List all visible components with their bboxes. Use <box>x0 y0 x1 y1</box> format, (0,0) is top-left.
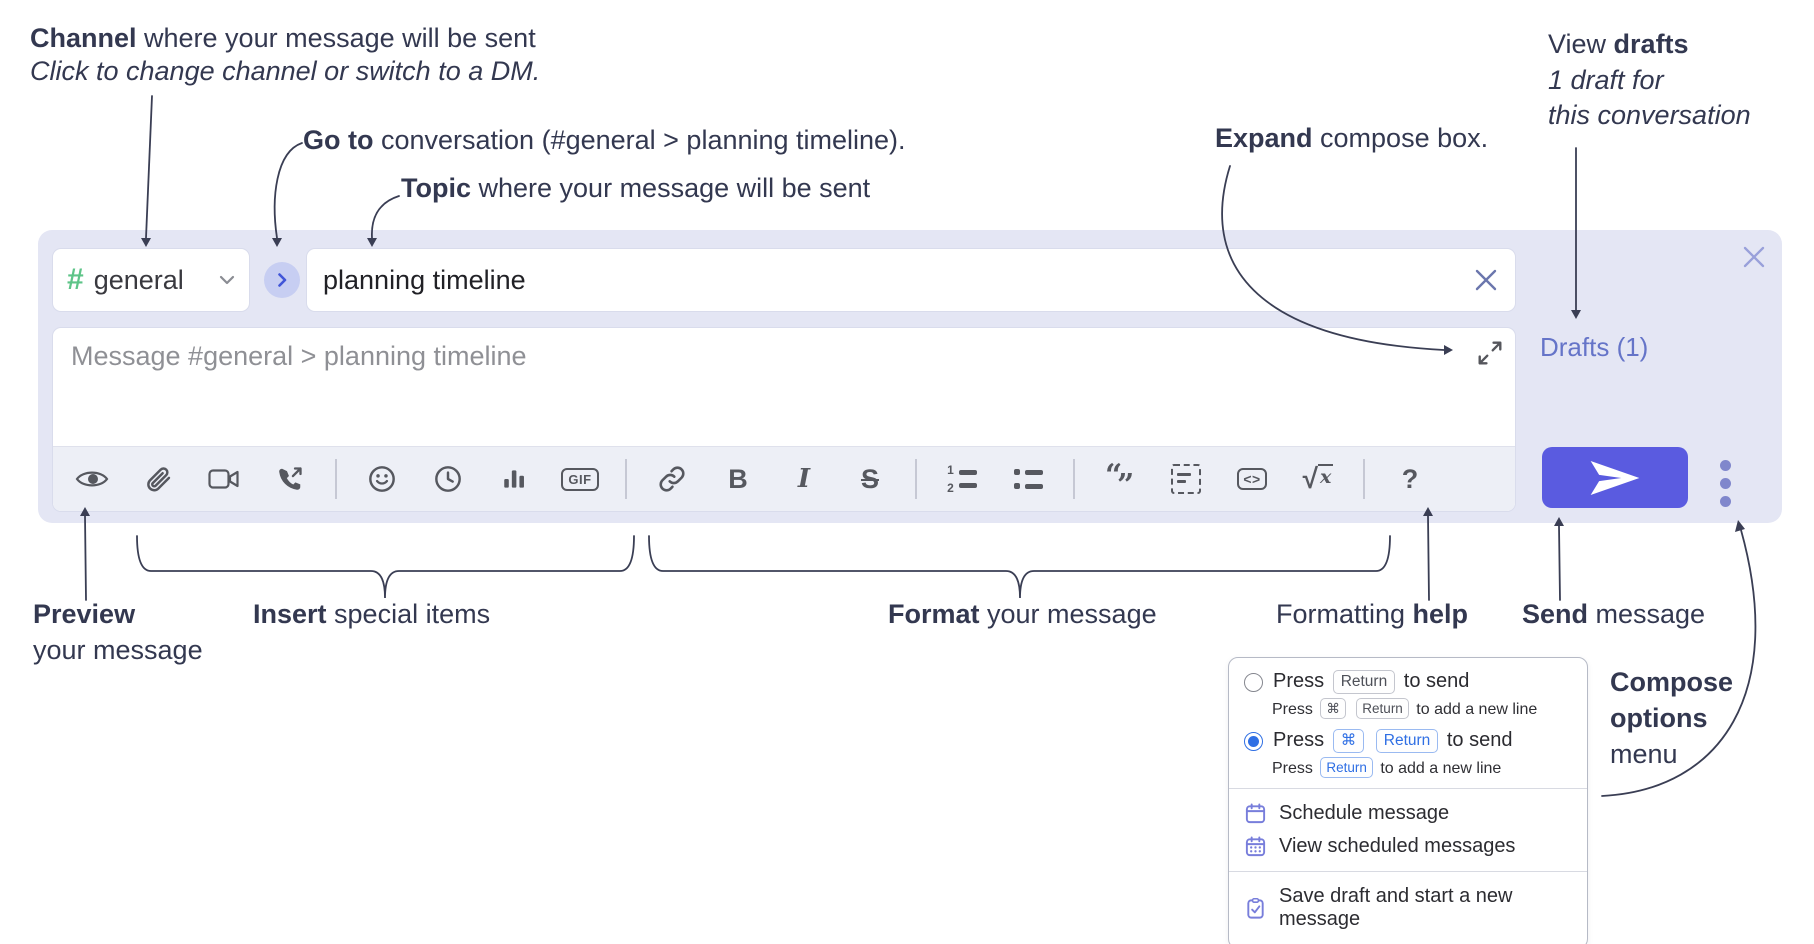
annotation-preview-sub: your message <box>33 635 203 665</box>
math-icon[interactable]: √x <box>1302 463 1334 494</box>
radio-cmd-return[interactable] <box>1244 731 1263 751</box>
menu-item-label: Schedule message <box>1279 802 1450 824</box>
chevron-down-icon <box>219 275 235 285</box>
menu-item-view-scheduled-messages[interactable]: View scheduled messages <box>1244 830 1572 863</box>
toolbar-divider <box>1061 459 1087 499</box>
toolbar-divider <box>903 459 929 499</box>
quote-icon[interactable]: “” <box>1105 458 1135 503</box>
voice-call-icon[interactable] <box>257 451 323 507</box>
menu-item-label: Save draft and start a new message <box>1279 885 1513 930</box>
menu-item-schedule-message[interactable]: Schedule message <box>1244 797 1572 830</box>
annotation-send: Send message <box>1522 599 1706 629</box>
annotation-preview: Preview <box>33 599 136 629</box>
bulleted-list-icon[interactable] <box>995 451 1061 507</box>
calendar-grid-icon <box>1244 835 1267 858</box>
gif-icon[interactable]: GIF <box>547 451 613 507</box>
option-label: Press ⌘ Return to send <box>1273 729 1513 753</box>
video-call-icon[interactable] <box>191 451 257 507</box>
popup-divider <box>1229 871 1587 872</box>
poll-icon[interactable] <box>481 451 547 507</box>
annotation-view-drafts: View drafts <box>1548 29 1689 59</box>
channel-hash-icon: # <box>67 263 84 296</box>
toolbar-divider <box>1351 459 1377 499</box>
annotation-compose-options-2: options <box>1610 703 1708 733</box>
menu-item-save-draft-and-start-a-new-message[interactable]: Save draft and start a new message <box>1244 880 1572 936</box>
popup-divider <box>1229 788 1587 789</box>
drafts-link[interactable]: Drafts (1) <box>1540 332 1649 362</box>
calendar-icon <box>1244 802 1267 825</box>
topic-value: planning timeline <box>323 264 526 295</box>
italic-icon[interactable]: I <box>797 464 811 494</box>
annotation-format: Format your message <box>888 599 1157 629</box>
annotation-insert: Insert special items <box>253 599 491 629</box>
menu-item-label: View scheduled messages <box>1279 835 1516 857</box>
annotation-channel-sub: Click to change channel or switch to a D… <box>30 56 541 86</box>
radio-return[interactable] <box>1244 672 1263 692</box>
code-icon[interactable]: <> <box>1219 451 1285 507</box>
toolbar-divider <box>323 459 349 499</box>
spoiler-icon[interactable] <box>1153 451 1219 507</box>
compose-options-menu-button[interactable] <box>1718 458 1733 509</box>
send-icon <box>1590 460 1640 495</box>
annotation-compose-options-3: menu <box>1610 739 1678 769</box>
chevron-right-icon <box>277 273 286 287</box>
emoji-icon[interactable] <box>349 451 415 507</box>
attach-file-icon[interactable] <box>125 451 191 507</box>
toolbar-divider <box>613 459 639 499</box>
annotation-view-drafts-sub1: 1 draft for <box>1548 65 1664 95</box>
expand-compose-icon[interactable] <box>1477 340 1503 366</box>
link-icon[interactable] <box>639 451 705 507</box>
clipboard-check-icon <box>1244 897 1267 920</box>
annotation-go-to: Go to conversation (#general > planning … <box>303 125 906 155</box>
go-to-conversation-button[interactable] <box>264 262 300 298</box>
close-compose-icon[interactable] <box>1740 243 1768 271</box>
channel-selector[interactable]: # general <box>52 248 250 312</box>
annotation-expand: Expand compose box. <box>1215 123 1489 153</box>
send-option-cmd-return-sub: Press Return to add a new line <box>1272 757 1572 778</box>
message-textarea[interactable]: Message #general > planning timeline GIF… <box>52 327 1516 512</box>
clear-topic-icon[interactable] <box>1473 267 1499 293</box>
channel-name: general <box>93 264 184 295</box>
send-option-return[interactable]: Press Return to send <box>1244 670 1572 694</box>
annotation-formatting-help: Formatting help <box>1276 599 1469 629</box>
compose-options-popup: Press Return to send Press ⌘ Return to a… <box>1228 657 1588 944</box>
message-placeholder: Message #general > planning timeline <box>71 341 527 371</box>
annotation-compose-options: Compose <box>1610 667 1734 697</box>
topic-input[interactable]: planning timeline <box>306 248 1516 312</box>
annotation-channel: Channel where your message will be sent <box>30 23 536 53</box>
send-option-return-sub: Press ⌘ Return to add a new line <box>1272 698 1572 719</box>
strikethrough-icon[interactable]: S <box>860 463 879 494</box>
help-icon[interactable]: ? <box>1401 463 1419 494</box>
option-label: Press Return to send <box>1273 670 1470 694</box>
global-time-icon[interactable] <box>415 451 481 507</box>
annotation-view-drafts-sub2: this conversation <box>1548 100 1751 130</box>
send-option-cmd-return[interactable]: Press ⌘ Return to send <box>1244 729 1572 753</box>
preview-icon[interactable] <box>59 451 125 507</box>
compose-box: # general planning timeline Message #gen… <box>38 230 1782 523</box>
annotation-topic: Topic where your message will be sent <box>401 173 871 203</box>
send-button[interactable] <box>1542 447 1688 508</box>
bold-icon[interactable]: B <box>728 463 748 494</box>
